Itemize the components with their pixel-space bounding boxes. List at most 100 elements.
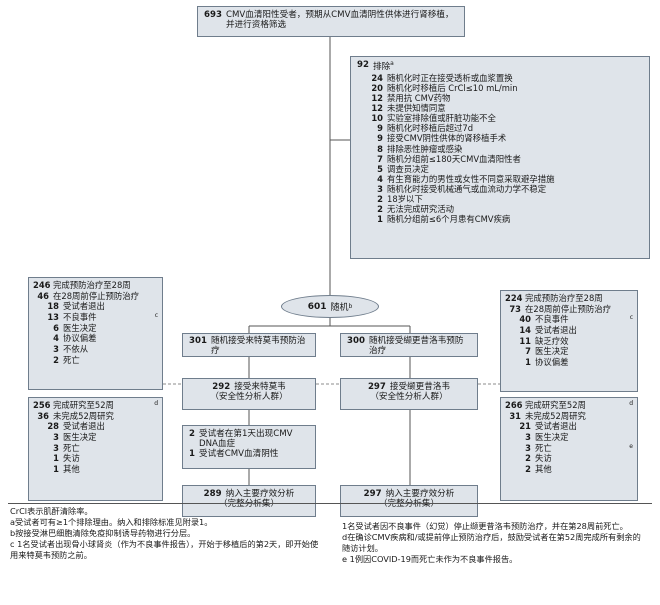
exclusion-sup: a	[390, 60, 394, 67]
footnote-d: d在确诊CMV疾病和/或提前停止预防治疗后，鼓励受试者在第52周完成所有剩余的随…	[342, 532, 641, 554]
item-count: 1	[53, 463, 59, 474]
item-label: 随机分组前≤180天CMV血清阳性者	[387, 153, 521, 164]
right-safety-count: 297	[367, 382, 386, 392]
left-efficacy-line1: 纳入主要疗效分析	[225, 489, 295, 499]
item-count: 73	[509, 303, 521, 314]
item-label: 协议偏差	[63, 333, 97, 344]
exclusion-count: 92	[357, 60, 369, 70]
list-item: 1 失访	[33, 454, 158, 464]
item-count: 224	[505, 293, 523, 303]
left-note1-text: 受试者在第1天出现CMV DNA血症	[198, 429, 293, 450]
left-safety-line1: 接受来特莫韦	[234, 382, 286, 392]
item-count: 40	[519, 314, 531, 325]
item-sup: d	[629, 400, 633, 407]
item-count: 3	[53, 343, 59, 354]
item-count: 1	[525, 356, 531, 367]
item-sup: d	[154, 400, 158, 407]
item-count: 2	[53, 354, 59, 365]
item-count: 256	[33, 400, 51, 410]
right-assign-count: 300	[347, 336, 365, 346]
left-note2-text: 受试者CMV血清阴性	[198, 449, 279, 460]
item-label: 未完成52周研究	[525, 410, 586, 421]
item-count: 266	[505, 400, 523, 410]
item-label: 受试者退出	[535, 421, 577, 432]
item-label: 随机化时正在接受透析或血浆置换	[387, 73, 513, 83]
item-count: 7	[377, 153, 383, 164]
item-sup: e	[629, 442, 633, 450]
item-count: 5	[377, 163, 383, 174]
right-efficacy-line1: 纳入主要疗效分析	[385, 489, 455, 499]
list-item: 4 协议偏差	[33, 334, 158, 344]
item-count: 8	[377, 143, 383, 154]
left-safety-line2: （安全性分析人群）	[210, 392, 288, 403]
list-item: 4 有生育能力的男性或女性不同意采取避孕措施	[369, 174, 643, 184]
item-count: 7	[525, 346, 531, 357]
right-efficacy-count: 297	[363, 489, 382, 499]
item-label: 接受CMV阴性供体的肾移植手术	[387, 133, 507, 144]
footnote-crcl: CrCl表示肌酐清除率。	[10, 506, 93, 516]
item-count: 1	[377, 214, 383, 225]
item-label: 随机化时接受机械通气或血流动力学不稳定	[387, 183, 547, 194]
left-note1-count: 2	[189, 429, 195, 439]
item-label: 排除恶性肿瘤或感染	[387, 143, 463, 154]
right-assign-text: 随机接受缬更昔洛韦预防治疗	[368, 336, 464, 357]
exclusion-title: 排除	[372, 61, 391, 72]
item-label: 完成研究至52周	[525, 400, 586, 410]
item-count: 18	[47, 301, 59, 312]
item-count: 3	[525, 442, 531, 453]
item-label: 医生决定	[535, 346, 569, 357]
item-label: 失访	[535, 453, 552, 464]
item-sup: c	[629, 314, 633, 322]
list-item: 8 排除恶性肿瘤或感染	[369, 144, 643, 154]
item-label: 不依从	[63, 343, 89, 354]
item-count: 36	[37, 410, 49, 421]
item-count: 4	[377, 173, 383, 184]
item-count: 2	[377, 193, 383, 204]
item-label: 不良事件	[535, 314, 569, 325]
item-count: 246	[33, 280, 51, 290]
item-count: 1	[53, 453, 59, 464]
item-count: 4	[53, 333, 59, 344]
right-safety-line1: 接受缬更昔洛韦	[389, 382, 451, 392]
item-label: 其他	[535, 463, 552, 474]
item-count: 28	[47, 421, 59, 432]
item-label: 有生育能力的男性或女性不同意采取避孕措施	[387, 173, 555, 184]
item-sup: c	[154, 311, 158, 319]
footnote-c: c 1名受试者出现骨小球肾炎（作为不良事件报告），开始于移植后的第2天，即开始使…	[10, 539, 319, 561]
item-label: 随机化时移植后超过7d	[387, 123, 474, 134]
list-item: 40 不良事件 c	[505, 314, 633, 325]
item-label: 未提供知情同意	[387, 103, 446, 114]
footnote-a: a受试者可有≥1个排除理由。纳入和排除标准见附录1。	[10, 517, 213, 528]
item-label: 失访	[63, 453, 80, 464]
left-efficacy-count: 289	[203, 489, 222, 499]
footnotes-left: CrCl表示肌酐清除率。 a受试者可有≥1个排除理由。纳入和排除标准见附录1。 …	[10, 506, 325, 561]
